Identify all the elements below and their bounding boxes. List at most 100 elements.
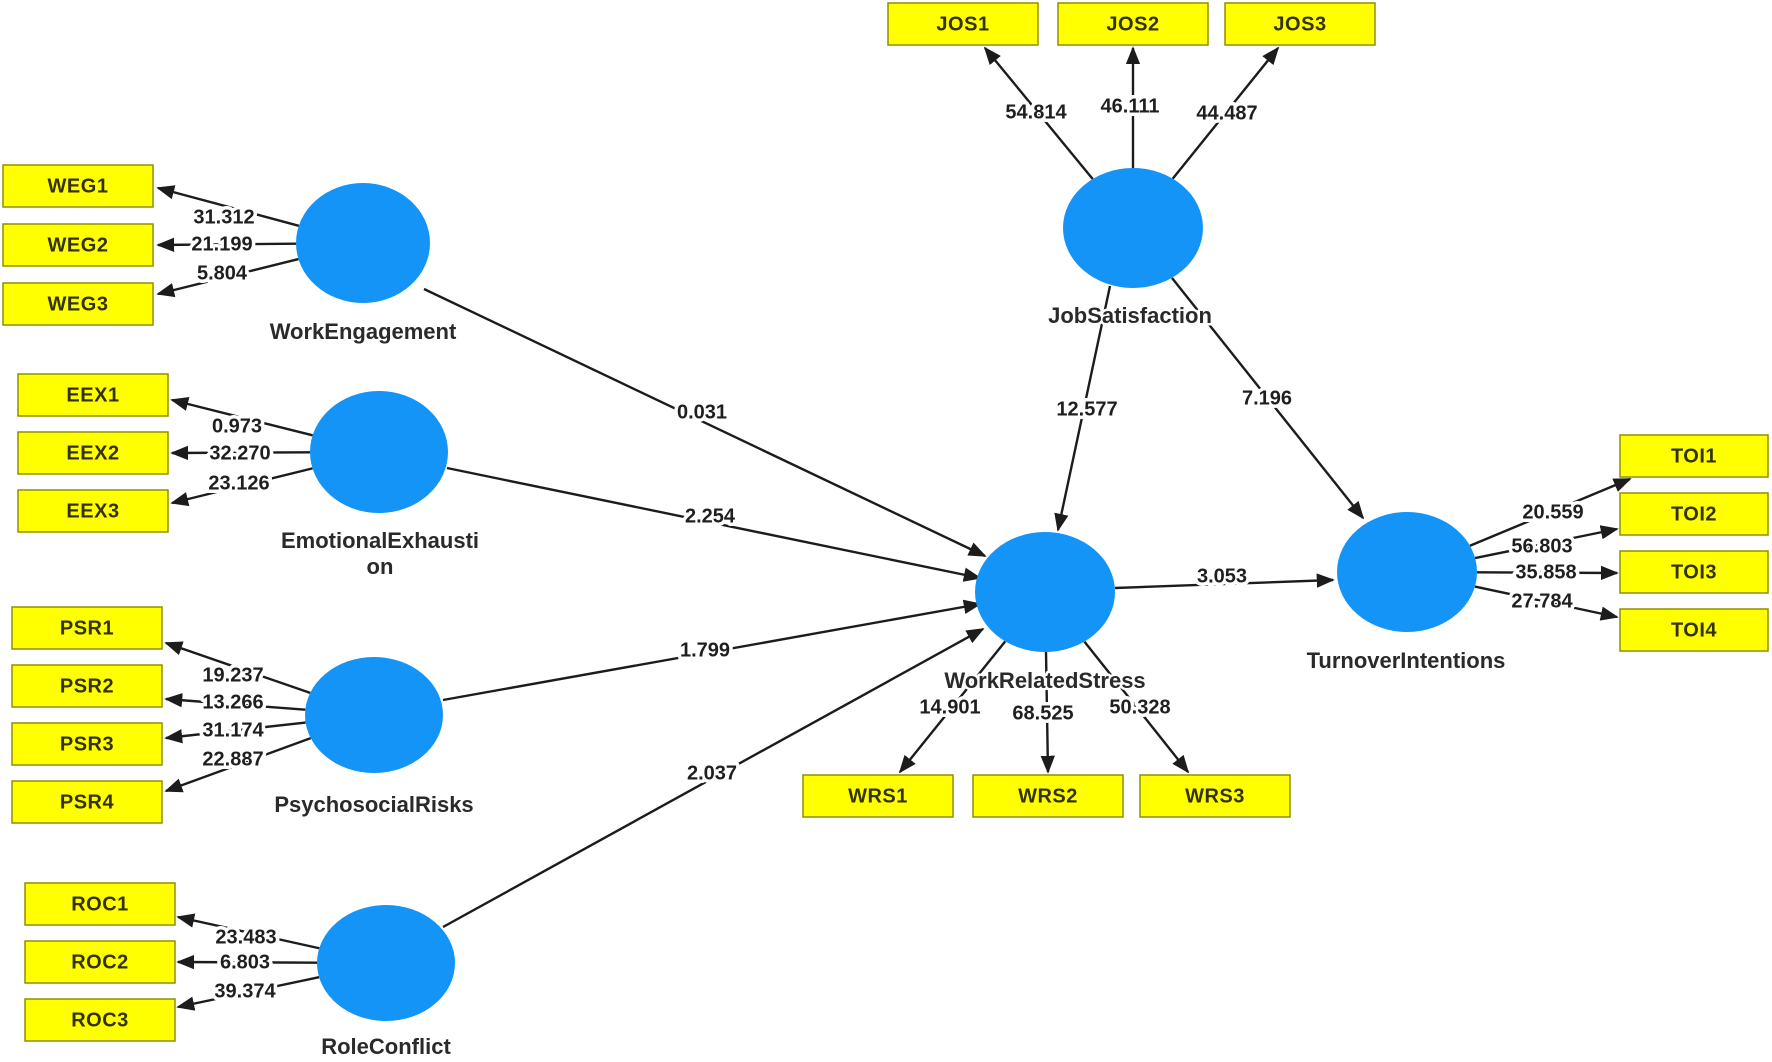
path-coefficient-workengagement-workrelatedstress: 0.031 bbox=[677, 401, 727, 423]
indicator-box-roc2 bbox=[24, 940, 176, 984]
indicator-label-psr1: PSR1 bbox=[60, 617, 114, 639]
loading-value-jos1: 54.814 bbox=[1005, 101, 1067, 123]
indicator-label-psr2: PSR2 bbox=[60, 675, 114, 697]
indicator-box-weg3 bbox=[2, 282, 154, 326]
path-coefficient-workrelatedstress-turnoverintentions: 3.053 bbox=[1197, 565, 1247, 587]
loading-value-wrs3: 50.328 bbox=[1109, 696, 1170, 718]
path-arrow-roleconflict-workrelatedstress bbox=[442, 627, 985, 929]
latent-node-turnoverintentions bbox=[1337, 512, 1477, 632]
indicator-box-roc1 bbox=[24, 882, 176, 926]
path-arrow-jobsatisfaction-workrelatedstress bbox=[1054, 285, 1112, 532]
loading-arrow-psychosocialrisks-psr3 bbox=[164, 721, 306, 744]
loading-value-toi3: 35.858 bbox=[1515, 561, 1576, 583]
loading-arrow-psychosocialrisks-psr1 bbox=[164, 641, 311, 695]
indicator-label-weg1: WEG1 bbox=[48, 175, 109, 197]
latent-node-workrelatedstress bbox=[975, 532, 1115, 652]
indicator-label-psr4: PSR4 bbox=[60, 791, 115, 813]
latent-node-emotionalexhaustion bbox=[310, 391, 448, 513]
indicator-label-psr3: PSR3 bbox=[60, 733, 114, 755]
indicator-box-wrs2 bbox=[972, 774, 1124, 818]
loading-arrow-turnoverintentions-toi4 bbox=[1474, 585, 1619, 621]
path-coefficient-emotionalexhaustion-workrelatedstress: 2.254 bbox=[685, 505, 736, 527]
loading-value-psr1: 19.237 bbox=[202, 664, 263, 686]
indicator-label-eex3: EEX3 bbox=[66, 500, 119, 522]
loading-arrow-roleconflict-roc1 bbox=[176, 913, 320, 950]
loading-arrow-turnoverintentions-toi2 bbox=[1474, 525, 1619, 560]
loading-value-psr2: 13.266 bbox=[202, 691, 263, 713]
indicator-label-roc1: ROC1 bbox=[71, 893, 129, 915]
latent-node-label-emotionalexhaustion-line2: on bbox=[367, 554, 394, 579]
latent-node-jobsatisfaction bbox=[1063, 168, 1203, 288]
latent-node-label-roleconflict: RoleConflict bbox=[321, 1034, 451, 1059]
loading-value-roc2: 6.803 bbox=[220, 951, 270, 973]
loading-arrow-psychosocialrisks-psr4 bbox=[164, 736, 312, 793]
path-arrow-psychosocialrisks-workrelatedstress bbox=[442, 599, 982, 702]
loading-value-wrs1: 14.901 bbox=[919, 696, 980, 718]
labels-layer: 31.31221.1995.8040.97332.27023.12619.237… bbox=[48, 13, 1717, 1061]
latent-node-label-jobsatisfaction: JobSatisfaction bbox=[1048, 303, 1212, 328]
path-coefficient-jobsatisfaction-turnoverintentions: 7.196 bbox=[1242, 387, 1292, 409]
latent-node-label-psychosocialrisks: PsychosocialRisks bbox=[274, 792, 473, 817]
indicator-label-toi3: TOI3 bbox=[1671, 561, 1717, 583]
loading-value-psr4: 22.887 bbox=[202, 748, 263, 770]
indicator-box-weg1 bbox=[2, 164, 154, 208]
indicator-box-psr1 bbox=[11, 606, 163, 650]
loading-value-jos3: 44.487 bbox=[1196, 102, 1257, 124]
loading-arrow-emotionalexhaustion-eex2 bbox=[170, 445, 311, 461]
indicator-box-toi2 bbox=[1619, 492, 1769, 536]
loading-arrow-workengagement-weg2 bbox=[156, 237, 297, 253]
loading-arrow-jobsatisfaction-jos1 bbox=[983, 46, 1094, 180]
latent-node-label-workrelatedstress: WorkRelatedStress bbox=[944, 668, 1145, 693]
loading-arrow-workengagement-weg3 bbox=[156, 257, 299, 298]
edges-layer bbox=[156, 46, 1632, 1011]
latent-node-workengagement bbox=[296, 183, 430, 303]
loading-value-toi1: 20.559 bbox=[1522, 501, 1583, 523]
indicator-box-jos1 bbox=[887, 2, 1039, 46]
indicator-label-weg3: WEG3 bbox=[48, 293, 109, 315]
latent-node-label-emotionalexhaustion: EmotionalExhausti bbox=[281, 528, 479, 553]
indicator-label-toi2: TOI2 bbox=[1671, 503, 1717, 525]
loading-arrow-turnoverintentions-toi3 bbox=[1476, 565, 1619, 581]
indicator-box-toi1 bbox=[1619, 434, 1769, 478]
loading-value-psr3: 31.174 bbox=[202, 719, 264, 741]
indicator-label-toi4: TOI4 bbox=[1671, 619, 1717, 641]
loading-value-eex1: 0.973 bbox=[212, 415, 262, 437]
loading-value-roc1: 23.483 bbox=[215, 926, 276, 948]
indicator-box-jos3 bbox=[1224, 2, 1376, 46]
indicator-box-roc3 bbox=[24, 998, 176, 1042]
indicator-label-jos1: JOS1 bbox=[936, 13, 989, 35]
loading-arrow-roleconflict-roc3 bbox=[176, 975, 320, 1011]
loading-arrow-jobsatisfaction-jos3 bbox=[1171, 46, 1280, 180]
loading-value-toi4: 27.784 bbox=[1511, 590, 1573, 612]
path-arrow-workrelatedstress-turnoverintentions bbox=[1114, 573, 1335, 590]
indicator-box-psr2 bbox=[11, 664, 163, 708]
indicator-label-jos3: JOS3 bbox=[1273, 13, 1326, 35]
indicator-box-wrs3 bbox=[1139, 774, 1291, 818]
latent-nodes-layer bbox=[296, 168, 1477, 1021]
indicator-box-eex1 bbox=[17, 373, 169, 417]
indicator-label-wrs2: WRS2 bbox=[1018, 785, 1078, 807]
loading-arrow-emotionalexhaustion-eex1 bbox=[170, 396, 313, 437]
path-coefficient-psychosocialrisks-workrelatedstress: 1.799 bbox=[680, 639, 730, 661]
loading-arrow-emotionalexhaustion-eex3 bbox=[170, 467, 313, 507]
indicator-label-weg2: WEG2 bbox=[48, 234, 109, 256]
loading-value-eex2: 32.270 bbox=[209, 442, 270, 464]
loading-arrow-workengagement-weg1 bbox=[156, 185, 300, 227]
loading-arrow-workrelatedstress-wrs1 bbox=[898, 640, 1007, 774]
indicator-boxes-layer bbox=[2, 2, 1769, 1042]
indicator-label-wrs3: WRS3 bbox=[1185, 785, 1245, 807]
indicator-label-eex2: EEX2 bbox=[66, 442, 119, 464]
loading-value-jos2: 46.111 bbox=[1101, 95, 1160, 117]
indicator-label-eex1: EEX1 bbox=[66, 384, 119, 406]
indicator-box-wrs1 bbox=[802, 774, 954, 818]
latent-node-roleconflict bbox=[317, 905, 455, 1021]
loading-value-eex3: 23.126 bbox=[208, 472, 269, 494]
path-coefficient-jobsatisfaction-workrelatedstress: 12.577 bbox=[1056, 398, 1117, 420]
path-coefficient-roleconflict-workrelatedstress: 2.037 bbox=[687, 762, 737, 784]
loading-value-weg1: 31.312 bbox=[193, 206, 254, 228]
indicator-label-roc2: ROC2 bbox=[71, 951, 129, 973]
loading-value-weg2: 21.199 bbox=[191, 233, 252, 255]
path-arrow-jobsatisfaction-turnoverintentions bbox=[1171, 277, 1365, 520]
